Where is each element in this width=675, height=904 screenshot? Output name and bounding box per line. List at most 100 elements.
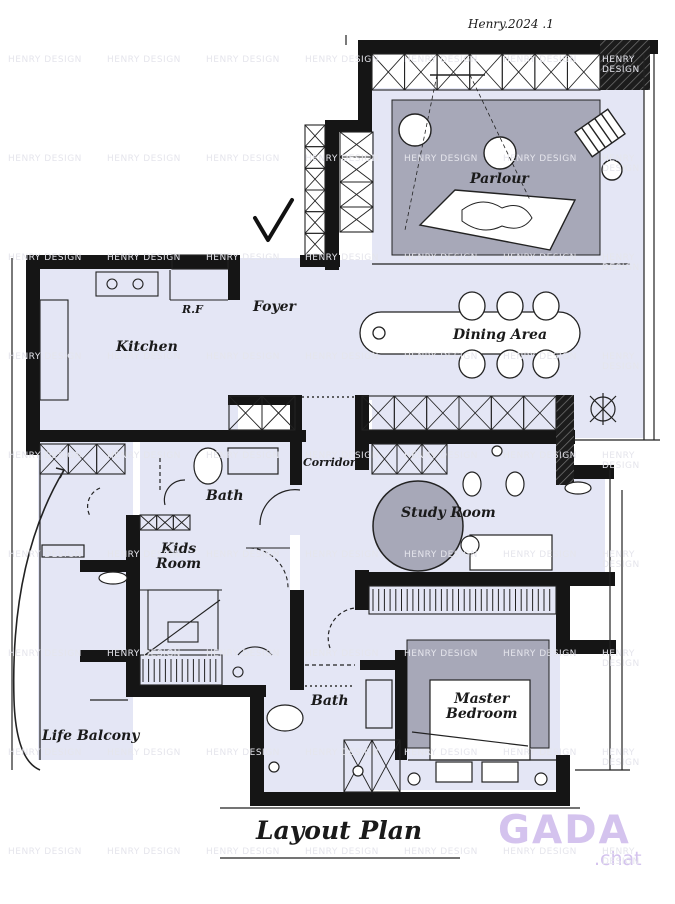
check-mark-icon xyxy=(253,198,294,242)
cabinet-cell xyxy=(172,514,191,531)
label-bath-2: Bath xyxy=(311,693,349,709)
cabinet-x-line xyxy=(501,53,536,91)
cabinet-cell xyxy=(523,395,557,431)
cabinet-x-line xyxy=(339,156,374,183)
watermark-text: HENRY DESIGN xyxy=(206,253,280,263)
cabinet-x-line xyxy=(39,443,69,475)
watermark-text: HENRY DESIGN xyxy=(206,748,280,758)
watermark-text: HENRY DESIGN xyxy=(305,649,379,659)
watermark-text: HENRY DESIGN xyxy=(602,253,640,273)
cabinet-x-line xyxy=(173,514,191,531)
kitchen-fixtures xyxy=(39,270,228,401)
cabinet-x-line xyxy=(491,395,524,431)
cabinet-cell xyxy=(304,232,326,256)
cabinet-x-line xyxy=(523,395,557,431)
bath1-fixtures xyxy=(159,447,301,526)
door-thresholds xyxy=(302,396,355,687)
watermark-text: HENRY DESIGN xyxy=(305,55,379,65)
watermark-text: HENRY DESIGN xyxy=(305,550,379,560)
watermark-text: HENRY DESIGN xyxy=(602,352,640,372)
watermark-text: HENRY DESIGN xyxy=(206,847,280,857)
cabinet-cell xyxy=(421,443,448,475)
cabinet-x-line xyxy=(339,131,374,158)
label-dining: Dining Area xyxy=(453,327,548,343)
kids-room-furniture xyxy=(140,547,290,678)
watermark-text: HENRY DESIGN xyxy=(8,847,82,857)
watermark-text: HENRY DESIGN xyxy=(206,352,280,362)
watermark-text: HENRY DESIGN xyxy=(503,649,577,659)
signature: Henry.2024 .1 xyxy=(468,17,554,31)
watermark-text: HENRY DESIGN xyxy=(503,451,577,461)
logo-sub-text: .chat xyxy=(594,848,642,870)
watermark-text: HENRY DESIGN xyxy=(305,451,379,461)
watermark-text: HENRY DESIGN xyxy=(206,55,280,65)
cabinet-x-line xyxy=(426,395,460,431)
cabinet-x-line xyxy=(304,211,326,234)
cabinet-x-line xyxy=(361,395,395,431)
watermark-text: HENRY DESIGN xyxy=(107,451,181,461)
watermark-text: HENRY DESIGN xyxy=(404,55,478,65)
watermark-text: HENRY DESIGN xyxy=(404,451,478,461)
cabinet-x-line xyxy=(421,443,448,475)
watermark-text: HENRY DESIGN xyxy=(602,154,640,174)
cabinet-x-marks xyxy=(39,53,601,793)
watermark-text: HENRY DESIGN xyxy=(8,550,82,560)
watermark-text: HENRY DESIGN xyxy=(404,352,478,362)
cabinet-x-line xyxy=(68,443,97,475)
watermark-text: HENRY DESIGN xyxy=(305,352,379,362)
watermark-text: HENRY DESIGN xyxy=(8,154,82,164)
cabinet-cell xyxy=(371,739,401,793)
cabinet-x-line xyxy=(404,53,438,91)
label-foyer: Foyer xyxy=(253,299,296,315)
watermark-text: HENRY DESIGN xyxy=(602,847,640,867)
cabinet-x-line xyxy=(156,514,174,531)
study-furniture xyxy=(460,445,592,571)
cabinet-x-line xyxy=(371,53,405,91)
cabinet-x-line xyxy=(371,443,398,475)
gada-chat-logo: GADA .chat xyxy=(496,808,646,874)
cabinet-x-line xyxy=(469,53,503,91)
watermark-text: HENRY DESIGN xyxy=(305,748,379,758)
label-kids-room: Kids Room xyxy=(156,541,202,572)
watermark-text: HENRY DESIGN xyxy=(503,253,577,263)
cabinet-x-line xyxy=(534,53,568,91)
watermark-text: HENRY DESIGN xyxy=(8,352,82,362)
watermark-text: HENRY DESIGN xyxy=(602,748,640,768)
watermark-text: HENRY DESIGN xyxy=(503,550,577,560)
cabinet-x-line xyxy=(339,181,374,208)
cabinet-x-line xyxy=(139,514,157,531)
watermark-text: HENRY DESIGN xyxy=(503,352,577,362)
cabinet-cell xyxy=(96,443,126,475)
cabinet-x-line xyxy=(304,168,326,191)
watermark-text: HENRY DESIGN xyxy=(206,154,280,164)
cabinet-x-line xyxy=(261,395,296,431)
label-corridor: Corridor xyxy=(303,456,356,469)
cabinet-x-line xyxy=(458,395,492,431)
watermark-text: HENRY DESIGN xyxy=(602,550,640,570)
walls xyxy=(26,40,658,806)
label-study: Study Room xyxy=(401,505,496,521)
watermark-text: HENRY DESIGN xyxy=(107,550,181,560)
watermark-text: HENRY DESIGN xyxy=(107,847,181,857)
watermark-text: HENRY DESIGN xyxy=(8,253,82,263)
cabinet-x-line xyxy=(304,124,326,147)
watermark-text: HENRY DESIGN xyxy=(8,748,82,758)
master-bed xyxy=(407,679,556,786)
watermark-text: HENRY DESIGN xyxy=(305,847,379,857)
watermark-text: HENRY DESIGN xyxy=(404,550,478,560)
label-kitchen: Kitchen xyxy=(116,339,178,355)
watermark-text: HENRY DESIGN xyxy=(503,847,577,857)
outline-lines xyxy=(11,35,660,859)
cabinet-x-line xyxy=(436,53,471,91)
watermark-text: HENRY DESIGN xyxy=(8,451,82,461)
label-parlour: Parlour xyxy=(470,171,529,187)
plant xyxy=(589,393,617,425)
watermark-text: HENRY DESIGN xyxy=(107,649,181,659)
cabinet-x-line xyxy=(304,146,326,169)
dining-furniture xyxy=(359,291,581,379)
watermark-text: HENRY DESIGN xyxy=(404,847,478,857)
cabinet-x-line xyxy=(567,53,601,91)
watermark-text: HENRY DESIGN xyxy=(206,451,280,461)
watermark-text: HENRY DESIGN xyxy=(503,154,577,164)
